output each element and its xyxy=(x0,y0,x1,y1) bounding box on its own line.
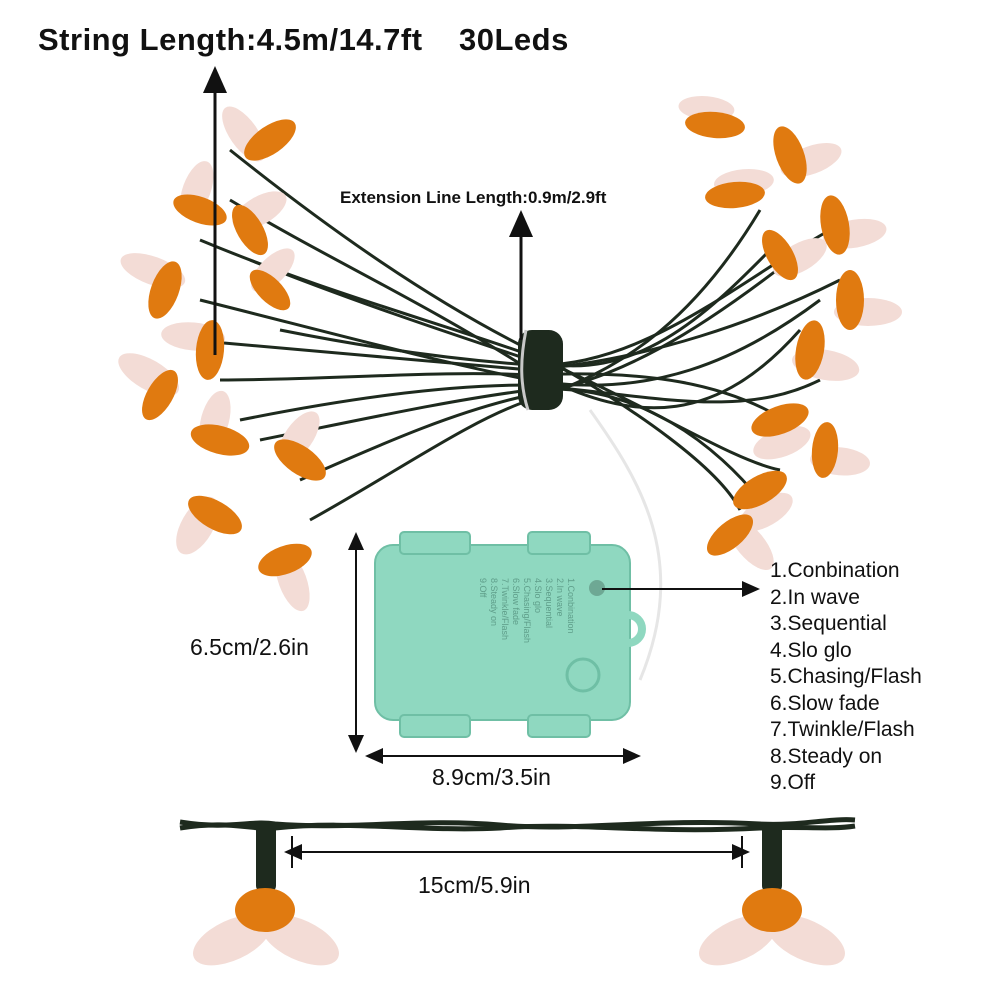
mode-item: 7.Twinkle/Flash xyxy=(770,718,915,741)
bee-left xyxy=(193,888,339,966)
bee-spacing-detail xyxy=(179,817,856,966)
mode-item: 2.In wave xyxy=(770,585,860,609)
printed-mode-text: 9.Off xyxy=(478,578,488,598)
printed-mode-text: 1.Conbination xyxy=(566,578,576,634)
printed-mode-text: 4.Slo glo xyxy=(533,578,543,613)
mode-item: 8.Steady on xyxy=(770,744,883,768)
printed-mode-text: 5.Chasing/Flash xyxy=(522,578,532,643)
bee-cluster-left xyxy=(118,106,326,612)
mode-item: 9.Off xyxy=(770,771,816,794)
string-length-title: String Length:4.5m/14.7ft 30Leds xyxy=(38,22,569,57)
bee-spacing-label: 15cm/5.9in xyxy=(418,872,531,898)
printed-mode-text: 2.In wave xyxy=(555,578,565,617)
printed-mode-text: 7.Twinkle/Flash xyxy=(500,578,510,640)
box-width-label: 8.9cm/3.5in xyxy=(432,764,551,790)
mode-list: 1.Conbination 2.In wave 3.Sequential 4.S… xyxy=(770,558,922,797)
wire-coil xyxy=(518,330,563,410)
printed-mode-text: 3.Sequential xyxy=(544,578,554,628)
mode-item: 4.Slo glo xyxy=(770,638,852,662)
mode-item: 1.Conbination xyxy=(770,559,900,582)
bee-right xyxy=(699,888,845,966)
printed-mode-text: 6.Slow fade xyxy=(511,578,521,625)
mode-item: 6.Slow fade xyxy=(770,691,880,715)
led-count: 30Leds xyxy=(459,22,569,57)
extension-wire xyxy=(588,409,663,681)
bee-cluster-right xyxy=(678,95,902,571)
mode-item: 3.Sequential xyxy=(770,612,887,635)
box-height-label: 6.5cm/2.6in xyxy=(190,634,309,660)
mode-item: 5.Chasing/Flash xyxy=(770,665,922,688)
printed-mode-text: 8.Steady on xyxy=(489,578,499,626)
extension-line-label: Extension Line Length:0.9m/2.9ft xyxy=(340,188,607,207)
